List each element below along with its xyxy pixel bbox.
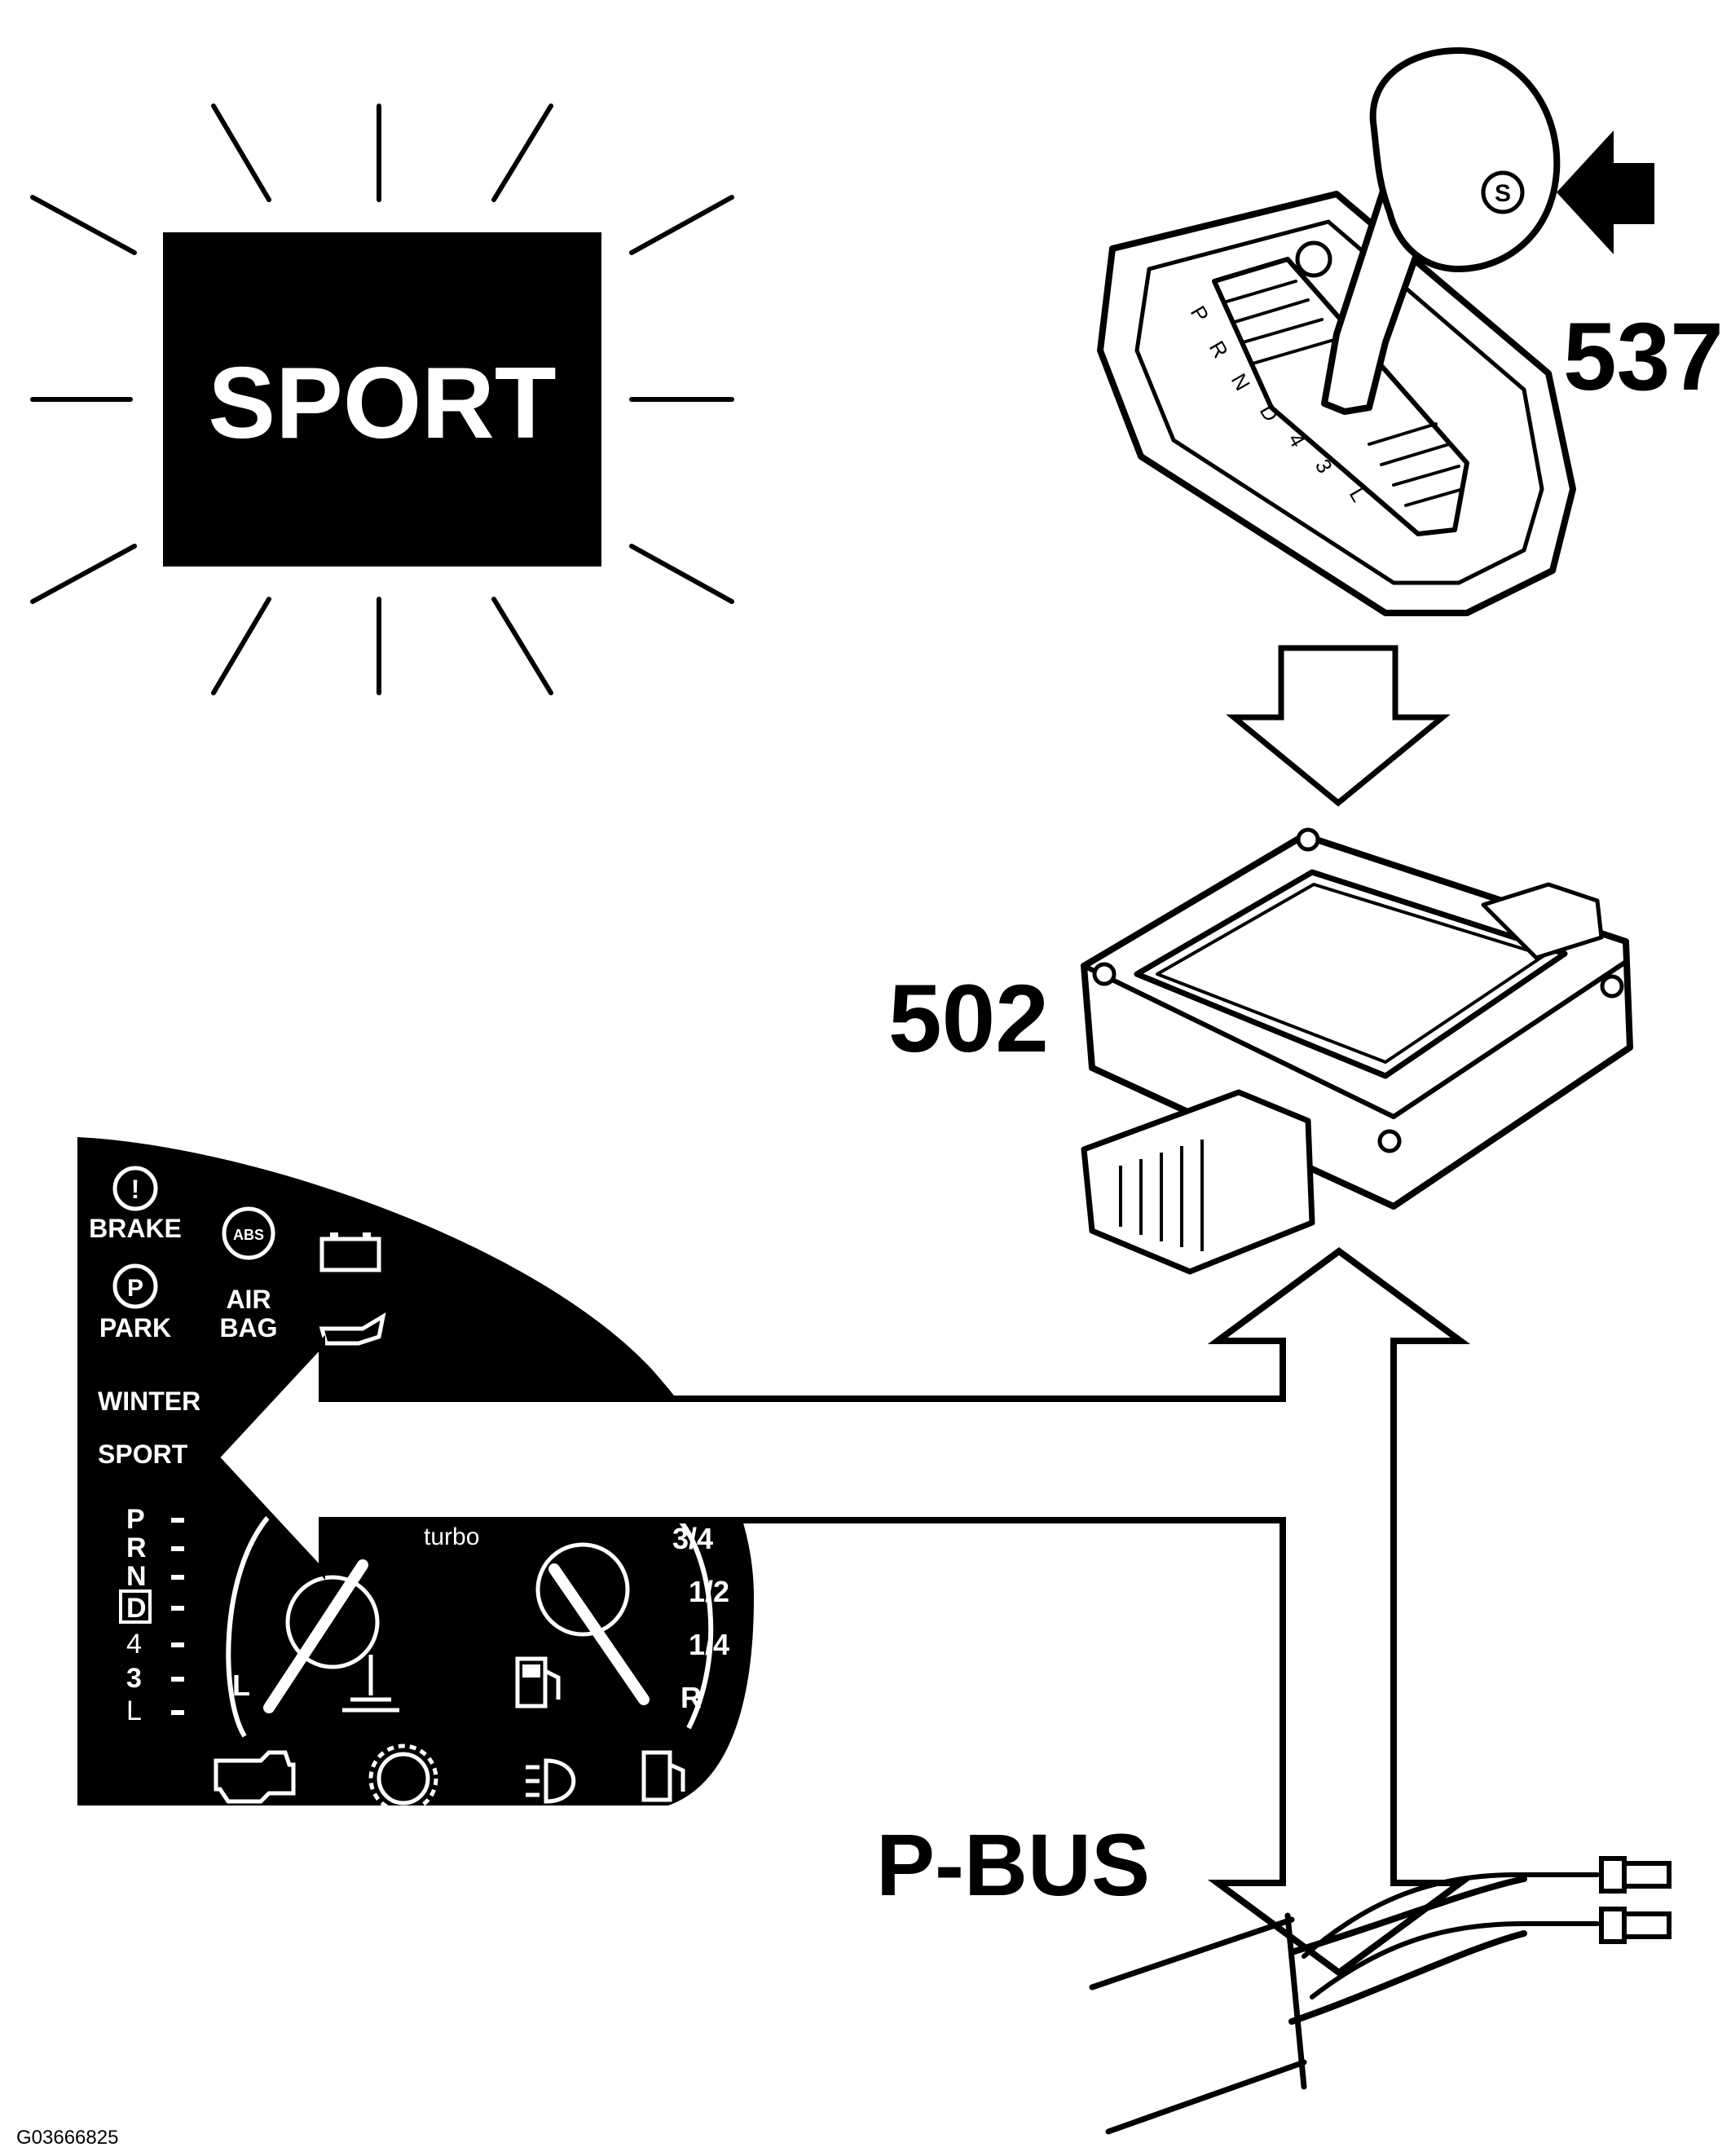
airbag-lamp-label-line-1: AIR	[226, 1285, 271, 1314]
fuel-gauge-arc	[674, 1514, 714, 1730]
check-engine-icon	[214, 1750, 296, 1804]
fuel-gauge: 3/4 1/2 1/4 R	[515, 1514, 729, 1730]
cluster-bottom-telltales	[214, 1744, 685, 1814]
selected-gear-label: D	[126, 1593, 147, 1624]
cable-terminal-pin	[1622, 1911, 1672, 1939]
glow-ray	[211, 597, 271, 695]
cable-sheath-edge	[1284, 1912, 1307, 2090]
airbag-lamp-label-line-2: BAG	[219, 1313, 277, 1343]
glow-ray	[491, 104, 553, 202]
gear-position-label: 4	[126, 1629, 142, 1660]
transmission-warning-gear-teeth	[368, 1744, 438, 1814]
glow-ray	[30, 195, 137, 255]
cable-terminal-pin	[1622, 1861, 1672, 1889]
module-screw	[1092, 962, 1117, 986]
cable-twist	[1302, 1872, 1600, 1959]
module-screw	[1296, 827, 1320, 852]
cable-outer	[1105, 2059, 1307, 2135]
fuel-gauge-quarter-label: 1/4	[689, 1628, 729, 1661]
module-connector-pins	[1119, 1140, 1204, 1251]
gear-position-label: N	[126, 1561, 147, 1592]
oil-pressure-icon	[319, 1312, 386, 1346]
battery-warning-icon	[319, 1237, 381, 1272]
selected-gear-frame	[119, 1589, 152, 1624]
abs-warning-icon	[222, 1206, 275, 1260]
park-lamp-label: PARK	[99, 1313, 171, 1343]
sport-indicator-label: SPORT	[208, 347, 556, 460]
temperature-gauge-arc	[226, 1514, 271, 1738]
low-fuel-nozzle	[668, 1762, 685, 1792]
cable-wire	[1288, 1930, 1527, 2025]
abs-lamp-label: ABS	[233, 1227, 264, 1243]
fog-light-icon	[544, 1758, 576, 1804]
temperature-gauge-low-label: L	[232, 1669, 250, 1702]
fuel-gauge-half-label: 1/2	[689, 1575, 729, 1608]
brake-warning-icon	[112, 1166, 158, 1211]
coolant-temperature-icon	[342, 1655, 399, 1713]
p-bus-cable	[1089, 1856, 1672, 2135]
module-screw	[1377, 1129, 1402, 1153]
battery-terminal	[330, 1232, 338, 1240]
shifter-gate-slats	[1225, 280, 1465, 507]
cable-terminal	[1599, 1907, 1627, 1944]
glow-ray	[30, 544, 137, 604]
temperature-gauge-hub	[285, 1575, 380, 1669]
module-screw	[1600, 974, 1624, 999]
module-rear-connector	[1481, 882, 1604, 960]
cable-wire	[1288, 1876, 1527, 1955]
shifter-lock-button	[1295, 240, 1332, 278]
sport-mode-button	[1481, 170, 1525, 214]
sport-indicator: SPORT	[30, 104, 734, 695]
sport-button-pointer-arrow	[1557, 130, 1654, 254]
control-module	[1081, 827, 1633, 1275]
glow-ray	[491, 597, 553, 695]
sport-indicator-panel	[163, 232, 601, 567]
brake-warning-symbol: !	[131, 1175, 140, 1204]
temperature-gauge-needle	[263, 1559, 368, 1713]
transmission-warning-icon	[377, 1752, 430, 1805]
callout-p-bus: P-BUS	[876, 1815, 1150, 1914]
gear-position-label: P	[126, 1504, 145, 1535]
signal-arrow-down	[1226, 645, 1451, 807]
glow-rays	[30, 104, 734, 695]
gear-position-dashes	[171, 1518, 184, 1715]
fuel-gauge-three-quarter-label: 3/4	[672, 1522, 713, 1555]
glow-ray	[629, 195, 734, 255]
gear-shifter: S P R N D 4 3 L	[1097, 47, 1576, 616]
fuel-gauge-hub	[535, 1542, 630, 1637]
sport-mode-button-label: S	[1495, 180, 1511, 207]
gear-position-label: R	[126, 1532, 147, 1563]
battery-terminal	[363, 1232, 371, 1240]
cable-twist	[1310, 1921, 1600, 1999]
glow-ray	[211, 104, 271, 202]
glow-ray	[629, 544, 734, 604]
turbo-label: turbo	[424, 1523, 479, 1550]
warning-lamps: ! BRAKE ABS P PARK AIR BAG WINTER SPORT	[89, 1166, 386, 1469]
module-front-connector	[1081, 1089, 1315, 1275]
cable-terminal	[1599, 1856, 1627, 1894]
cable-outer	[1089, 1916, 1295, 1991]
park-brake-symbol: P	[127, 1275, 143, 1302]
gear-position-label: 3	[126, 1663, 142, 1694]
fuel-gauge-needle	[548, 1563, 650, 1705]
module-housing-edge	[1082, 959, 1627, 1119]
low-fuel-icon	[641, 1750, 672, 1802]
brake-lamp-label: BRAKE	[89, 1214, 182, 1243]
shifter-bezel-inner	[1134, 219, 1544, 585]
shifter-knob	[1369, 47, 1561, 272]
temperature-gauge: L	[226, 1514, 399, 1738]
data-bus-arrow	[211, 1247, 1471, 1977]
fuel-pump-icon	[515, 1656, 561, 1708]
callout-502: 502	[888, 965, 1049, 1073]
park-brake-icon	[112, 1263, 158, 1309]
winter-mode-lamp-label: WINTER	[98, 1387, 200, 1416]
callout-537: 537	[1563, 303, 1724, 411]
gear-position-indicator: P R N D 4 3 L	[119, 1504, 184, 1726]
gear-position-label: L	[126, 1695, 142, 1726]
fuel-gauge-reserve-label: R	[681, 1681, 702, 1714]
sport-mode-lamp-label: SPORT	[98, 1440, 188, 1469]
figure-id: G03666825	[16, 2127, 118, 2149]
